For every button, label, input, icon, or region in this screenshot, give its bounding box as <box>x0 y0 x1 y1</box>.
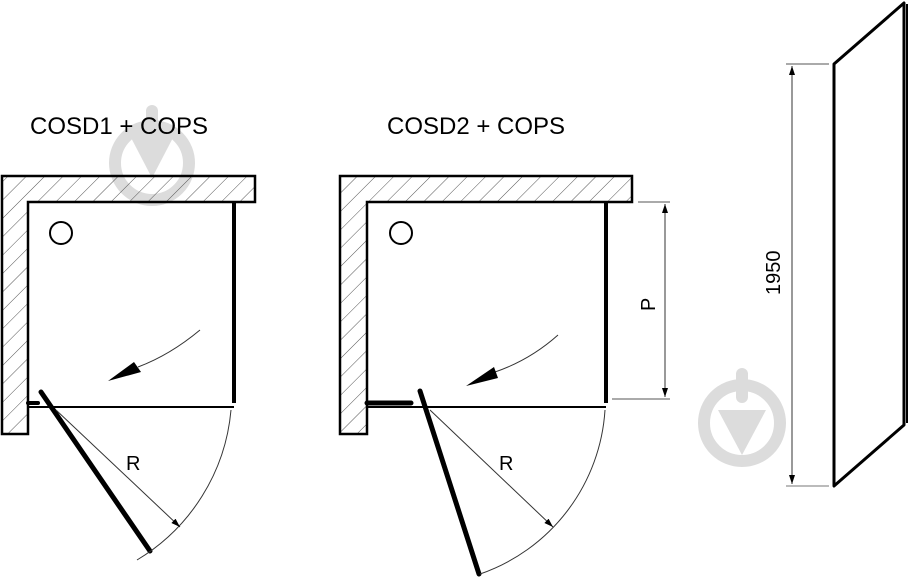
door-panel <box>417 388 482 577</box>
diagram-title: COSD2 + COPS <box>387 113 565 140</box>
diagram-cosd2: COSD2 + COPS R P <box>338 113 670 577</box>
swing-arc <box>479 409 606 575</box>
swing-arc <box>136 409 232 561</box>
panel-outline <box>832 1 906 488</box>
drain-icon <box>389 221 413 245</box>
radius-line <box>55 409 181 528</box>
height-label: 1950 <box>763 251 785 296</box>
radius-line <box>429 409 554 528</box>
watermark-icon <box>698 368 786 467</box>
diagram-title: COSD1 + COPS <box>30 113 208 140</box>
opening-direction-arrow <box>137 329 201 368</box>
diagram-cosd1: COSD1 + COPS R <box>0 113 257 561</box>
radius-label: R <box>126 453 140 475</box>
drain-icon <box>49 221 73 245</box>
opening-direction-arrow <box>494 334 559 373</box>
side-view: 1950 <box>763 1 908 488</box>
wall-hatched <box>0 174 257 436</box>
radius-label: R <box>499 453 513 475</box>
wall-hatched <box>338 174 634 436</box>
door-panel <box>38 389 153 554</box>
depth-label: P <box>638 298 660 311</box>
